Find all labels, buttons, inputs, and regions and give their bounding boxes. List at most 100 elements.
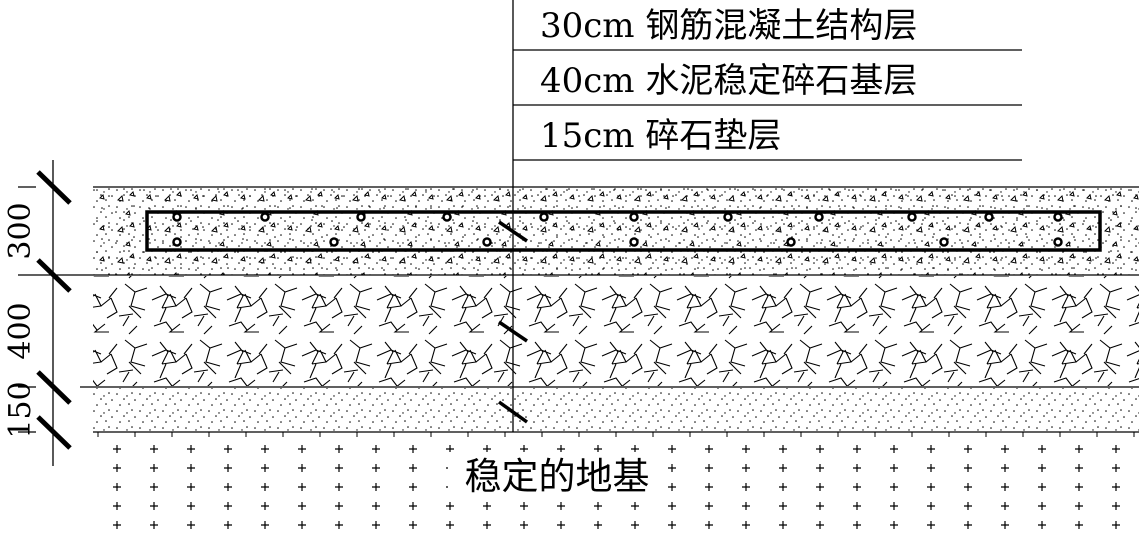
subgrade-plus-mark — [1112, 464, 1120, 472]
subgrade-plus-mark — [890, 521, 898, 529]
subgrade-plus-mark — [557, 521, 565, 529]
subgrade-plus-mark — [890, 464, 898, 472]
subgrade-plus-mark — [668, 521, 676, 529]
subgrade-plus-mark — [1075, 521, 1083, 529]
subgrade-plus-mark — [187, 521, 195, 529]
subgrade-plus-mark — [335, 521, 343, 529]
subgrade-plus-mark — [298, 445, 306, 453]
subgrade-plus-mark — [372, 464, 380, 472]
subgrade-plus-mark — [1112, 521, 1120, 529]
ground-label: 稳定的地基 — [465, 455, 650, 498]
gravel-cushion-layer — [93, 388, 1139, 432]
subgrade-plus-mark — [705, 464, 713, 472]
rebar-dot — [939, 237, 949, 247]
subgrade-plus-mark — [927, 464, 935, 472]
subgrade-plus-mark — [335, 502, 343, 510]
subgrade-plus-mark — [927, 502, 935, 510]
rebar-dot — [172, 237, 182, 247]
subgrade-plus-mark — [187, 502, 195, 510]
subgrade-plus-mark — [261, 483, 269, 491]
subgrade-plus-mark — [742, 521, 750, 529]
subgrade-plus-mark — [1038, 483, 1046, 491]
subgrade-plus-mark — [1075, 483, 1083, 491]
leader-line — [497, 0, 1022, 432]
subgrade-plus-mark — [113, 502, 121, 510]
rebar-dot — [172, 212, 182, 222]
subgrade-plus-mark — [446, 445, 454, 453]
subgrade-plus-mark — [964, 521, 972, 529]
subgrade-plus-mark — [150, 502, 158, 510]
subgrade-plus-mark — [1075, 464, 1083, 472]
subgrade-plus-mark — [1001, 521, 1009, 529]
subgrade-plus-mark — [668, 502, 676, 510]
subgrade-plus-mark — [298, 464, 306, 472]
subgrade-plus-mark — [964, 502, 972, 510]
subgrade-plus-mark — [779, 483, 787, 491]
ground-label-bg — [448, 452, 668, 496]
subgrade-plus-mark — [890, 483, 898, 491]
subgrade-plus-mark — [335, 445, 343, 453]
subgrade-plus-mark — [483, 445, 491, 453]
subgrade-plus-mark — [705, 445, 713, 453]
subgrade-plus-mark — [557, 445, 565, 453]
subgrade-plus-mark — [631, 445, 639, 453]
subgrade-plus-mark — [335, 483, 343, 491]
subgrade-plus-mark — [409, 445, 417, 453]
rebar-dot — [629, 212, 639, 222]
subgrade-plus-mark — [853, 464, 861, 472]
subgrade-plus-mark — [520, 445, 528, 453]
subgrade-plus-mark — [853, 502, 861, 510]
rebar-dot — [629, 237, 639, 247]
subgrade-pattern — [97, 432, 1135, 529]
subgrade-plus-mark — [779, 464, 787, 472]
subgrade-plus-mark — [594, 502, 602, 510]
subgrade-plus-mark — [964, 445, 972, 453]
subgrade-plus-mark — [1112, 502, 1120, 510]
layer-label-cushion: 15cm 碎石垫层 — [540, 116, 781, 156]
subgrade-plus-mark — [1038, 521, 1046, 529]
subgrade-plus-mark — [668, 445, 676, 453]
subgrade-plus-mark — [853, 445, 861, 453]
rebar-group — [172, 212, 1063, 247]
subgrade-plus-mark — [779, 445, 787, 453]
subgrade-plus-mark — [816, 483, 824, 491]
subgrade-plus-mark — [594, 445, 602, 453]
subgrade-plus-mark — [372, 483, 380, 491]
rebar-dot — [1053, 237, 1063, 247]
subgrade-plus-mark — [668, 483, 676, 491]
subgrade-plus-mark — [520, 521, 528, 529]
dimension-400: 400 — [3, 302, 38, 359]
subgrade-plus-mark — [779, 521, 787, 529]
rebar-dot — [329, 237, 339, 247]
subgrade-plus-mark — [150, 464, 158, 472]
subgrade-plus-mark — [372, 521, 380, 529]
subgrade-plus-mark — [224, 464, 232, 472]
subgrade-plus-mark — [1112, 445, 1120, 453]
subgrade-plus-mark — [853, 521, 861, 529]
dimension-300: 300 — [3, 202, 38, 259]
subgrade-plus-mark — [1001, 464, 1009, 472]
rebar-dot — [482, 237, 492, 247]
rebar-dot — [984, 212, 994, 222]
subgrade-plus-mark — [187, 483, 195, 491]
subgrade-plus-mark — [150, 483, 158, 491]
subgrade-plus-mark — [927, 445, 935, 453]
subgrade-plus-mark — [113, 521, 121, 529]
subgrade-plus-mark — [927, 483, 935, 491]
subgrade-plus-mark — [483, 502, 491, 510]
subgrade-plus-mark — [742, 502, 750, 510]
subgrade-plus-mark — [409, 464, 417, 472]
layer-boundaries — [18, 186, 1139, 433]
subgrade-plus-mark — [890, 445, 898, 453]
concrete-aggregate — [93, 187, 1139, 275]
subgrade-plus-mark — [261, 521, 269, 529]
dimension-150: 150 — [3, 381, 38, 438]
subgrade-plus-mark — [224, 521, 232, 529]
subgrade-plus-mark — [631, 521, 639, 529]
subgrade-plus-mark — [705, 502, 713, 510]
rebar-dot — [907, 212, 917, 222]
subgrade-plus-mark — [1075, 502, 1083, 510]
subgrade-plus-mark — [224, 502, 232, 510]
subgrade-plus-mark — [742, 483, 750, 491]
subgrade-plus-mark — [372, 502, 380, 510]
